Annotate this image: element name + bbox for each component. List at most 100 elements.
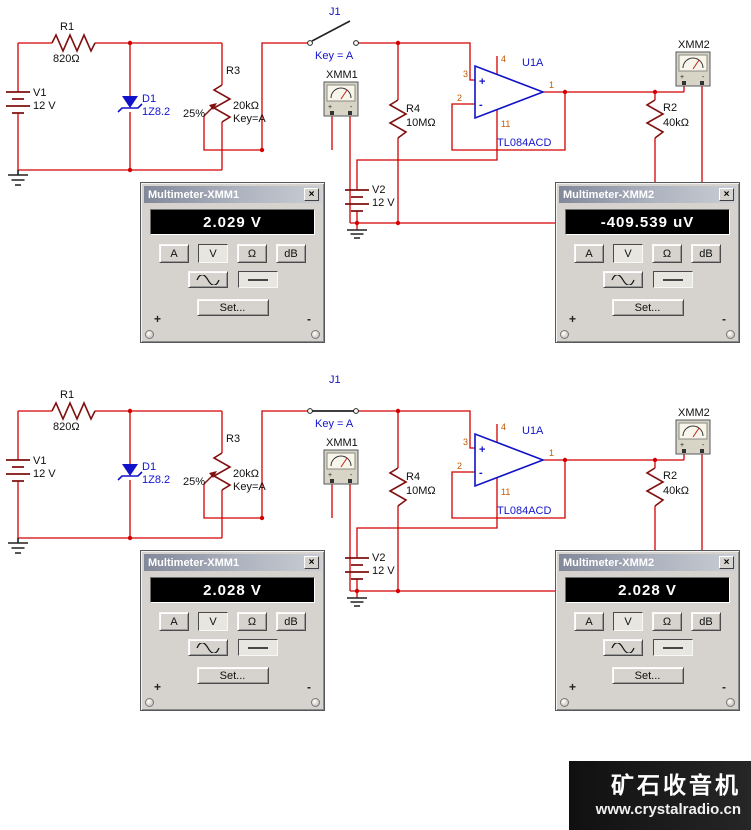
pin-3: 3 xyxy=(463,437,468,447)
window-title: Multimeter-XMM1 xyxy=(148,188,240,201)
icon-minus-mark: - xyxy=(350,104,353,111)
resistance-mode-button[interactable]: Ω xyxy=(237,612,267,631)
negative-terminal-label: - xyxy=(722,312,726,326)
negative-terminal-label: - xyxy=(307,312,311,326)
label-j1-key: Key = A xyxy=(315,418,354,430)
meter-display: -409.539 uV xyxy=(565,209,730,235)
label-xmm1: XMM1 xyxy=(326,69,358,81)
close-button[interactable]: × xyxy=(719,188,734,201)
battery-v1[interactable] xyxy=(6,459,30,482)
resistance-mode-button[interactable]: Ω xyxy=(237,244,267,263)
ac-mode-button[interactable] xyxy=(187,271,228,288)
set-button[interactable]: Set... xyxy=(196,299,269,316)
switch-j1[interactable] xyxy=(307,20,359,46)
voltage-mode-button[interactable]: V xyxy=(613,244,643,263)
negative-terminal-jack[interactable] xyxy=(726,330,735,339)
current-mode-button[interactable]: A xyxy=(574,244,604,263)
signal-mode-row xyxy=(141,639,324,656)
multimeter-window-xmm2: Multimeter-XMM2 × 2.028 V A V Ω dB Set..… xyxy=(555,550,740,711)
ground-symbol-v2[interactable] xyxy=(347,597,367,607)
resistor-r1[interactable] xyxy=(51,33,96,53)
pin-11: 11 xyxy=(501,487,510,497)
label-v1-val: 12 V xyxy=(33,468,56,480)
set-button[interactable]: Set... xyxy=(196,667,269,684)
ac-mode-button[interactable] xyxy=(187,639,228,656)
close-icon: × xyxy=(723,189,730,200)
positive-terminal-jack[interactable] xyxy=(560,330,569,339)
negative-terminal-jack[interactable] xyxy=(311,330,320,339)
ground-symbol-left[interactable] xyxy=(8,170,28,186)
positive-terminal-jack[interactable] xyxy=(145,698,154,707)
meter-display: 2.029 V xyxy=(150,209,315,235)
zener-diode-d1[interactable] xyxy=(117,464,143,481)
window-titlebar[interactable]: Multimeter-XMM1 × xyxy=(144,554,321,571)
dc-mode-button[interactable] xyxy=(652,271,693,288)
decibel-mode-button[interactable]: dB xyxy=(691,244,721,263)
resistor-r1[interactable] xyxy=(51,401,96,421)
ground-symbol-v2[interactable] xyxy=(347,229,367,239)
set-button[interactable]: Set... xyxy=(611,667,684,684)
current-mode-button[interactable]: A xyxy=(159,244,189,263)
zener-diode-d1[interactable] xyxy=(117,96,143,113)
multimeter-icon-xmm2[interactable]: + - xyxy=(675,419,711,455)
ac-mode-button[interactable] xyxy=(602,639,643,656)
opamp-u1a[interactable]: + - xyxy=(474,432,546,488)
meter-reading: 2.029 V xyxy=(203,213,262,231)
voltage-mode-button[interactable]: V xyxy=(613,612,643,631)
close-button[interactable]: × xyxy=(719,556,734,569)
voltage-mode-button[interactable]: V xyxy=(198,612,228,631)
label-d1-ref: D1 xyxy=(142,93,156,105)
potentiometer-r3[interactable] xyxy=(203,452,232,491)
positive-terminal-label: + xyxy=(569,680,577,694)
battery-v1[interactable] xyxy=(6,91,30,114)
voltage-mode-button[interactable]: V xyxy=(198,244,228,263)
label-xmm2: XMM2 xyxy=(678,39,710,51)
resistance-mode-button[interactable]: Ω xyxy=(652,244,682,263)
icon-terminal xyxy=(348,479,352,483)
dc-mode-button[interactable] xyxy=(237,271,278,288)
positive-terminal-jack[interactable] xyxy=(145,330,154,339)
dc-mode-button[interactable] xyxy=(652,639,693,656)
label-r3-val: 20kΩ xyxy=(233,100,259,112)
multimeter-icon-xmm1[interactable]: + - xyxy=(323,81,359,117)
current-mode-button[interactable]: A xyxy=(574,612,604,631)
opamp-u1a[interactable]: + - xyxy=(474,64,546,120)
switch-terminal xyxy=(307,40,313,46)
close-button[interactable]: × xyxy=(304,556,319,569)
label-v1-ref: V1 xyxy=(33,455,46,467)
mode-button-row: A V Ω dB xyxy=(556,244,739,263)
window-titlebar[interactable]: Multimeter-XMM2 × xyxy=(559,186,736,203)
window-titlebar[interactable]: Multimeter-XMM2 × xyxy=(559,554,736,571)
icon-terminal xyxy=(348,111,352,115)
battery-v2[interactable] xyxy=(345,189,369,212)
close-button[interactable]: × xyxy=(304,188,319,201)
window-title: Multimeter-XMM2 xyxy=(563,188,655,201)
positive-terminal-label: + xyxy=(569,312,577,326)
negative-terminal-jack[interactable] xyxy=(726,698,735,707)
set-button[interactable]: Set... xyxy=(611,299,684,316)
ground-symbol-left[interactable] xyxy=(8,538,28,554)
meter-display: 2.028 V xyxy=(565,577,730,603)
icon-plus-mark: + xyxy=(328,104,332,111)
multimeter-icon-xmm2[interactable]: + - xyxy=(675,51,711,87)
dc-mode-button[interactable] xyxy=(237,639,278,656)
wires[interactable] xyxy=(17,410,703,598)
decibel-mode-button[interactable]: dB xyxy=(691,612,721,631)
resistor-r2[interactable] xyxy=(645,467,665,507)
current-mode-button[interactable]: A xyxy=(159,612,189,631)
decibel-mode-button[interactable]: dB xyxy=(276,244,306,263)
wires[interactable] xyxy=(17,42,703,230)
switch-j1[interactable] xyxy=(307,408,359,414)
window-titlebar[interactable]: Multimeter-XMM1 × xyxy=(144,186,321,203)
ac-mode-button[interactable] xyxy=(602,271,643,288)
multimeter-icon-xmm1[interactable]: + - xyxy=(323,449,359,485)
resistor-r4[interactable] xyxy=(388,467,408,507)
resistor-r4[interactable] xyxy=(388,99,408,139)
resistor-r2[interactable] xyxy=(645,99,665,139)
positive-terminal-jack[interactable] xyxy=(560,698,569,707)
negative-terminal-jack[interactable] xyxy=(311,698,320,707)
battery-v2[interactable] xyxy=(345,557,369,580)
decibel-mode-button[interactable]: dB xyxy=(276,612,306,631)
resistance-mode-button[interactable]: Ω xyxy=(652,612,682,631)
potentiometer-r3[interactable] xyxy=(203,84,232,123)
